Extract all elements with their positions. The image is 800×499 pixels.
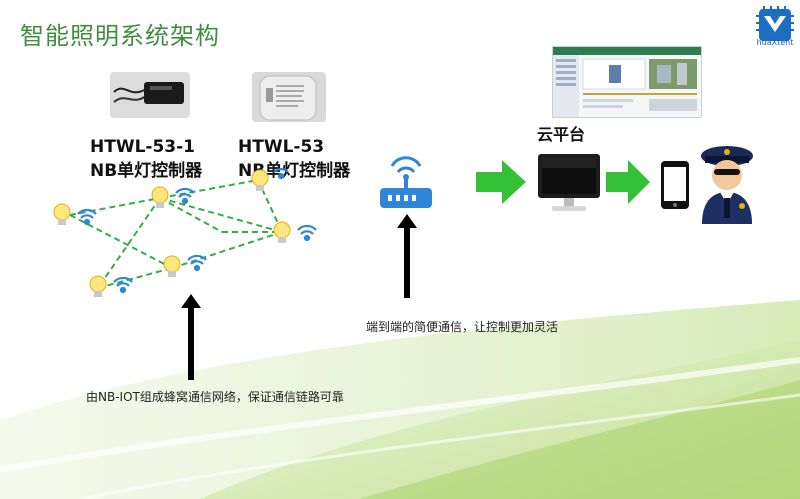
bulb-node-4 [273, 221, 317, 243]
bulb-node-2 [151, 186, 195, 208]
wifi-icon [297, 224, 317, 242]
lightbulb-icon [53, 203, 71, 225]
caption-end-to-end: 端到端的简便通信，让控制更加灵活 [366, 320, 559, 334]
bulb-node-5 [163, 254, 207, 277]
cloud-platform-label: 云平台 [537, 125, 586, 144]
bulb-node-1 [53, 203, 97, 226]
device-name-1: NB单灯控制器 [90, 161, 203, 181]
device-label-1: HTWL-53-1 NB单灯控制器 [90, 135, 202, 183]
caption-nbiot: 由NB-IOT组成蜂窝通信网络，保证通信链路可靠 [86, 390, 344, 404]
flow-arrow-to-phone [606, 160, 650, 204]
uplink-arrow-mesh [181, 294, 201, 380]
router-icon [380, 156, 432, 208]
lightbulb-icon [151, 186, 169, 208]
smartphone-icon [661, 161, 689, 209]
wifi-icon [77, 208, 97, 226]
police-officer-avatar [701, 146, 753, 224]
wifi-icon [187, 254, 207, 272]
company-logo [756, 6, 794, 41]
wifi-icon [113, 276, 133, 294]
device-photo-htwl-53 [252, 72, 326, 122]
uplink-arrow-router [397, 214, 417, 298]
lightbulb-icon [89, 275, 107, 297]
page-title: 智能照明系统架构 [20, 22, 220, 50]
bulb-node-6 [89, 275, 133, 297]
logo-text: huaXtent [756, 38, 794, 47]
device-model-2: HTWL-53 [238, 137, 325, 157]
lightbulb-icon [251, 169, 269, 191]
bulb-node-3 [251, 168, 289, 191]
flow-arrow-to-cloud [476, 160, 526, 204]
wifi-icon [273, 168, 289, 180]
device-photo-htwl-53-1 [110, 72, 190, 118]
lightbulb-icon [273, 221, 291, 243]
cloud-platform-screenshot [552, 46, 702, 118]
lightbulb-icon [163, 255, 181, 277]
device-model-1: HTWL-53-1 [90, 137, 196, 157]
monitor-icon [538, 154, 600, 211]
wifi-icon [175, 187, 195, 205]
